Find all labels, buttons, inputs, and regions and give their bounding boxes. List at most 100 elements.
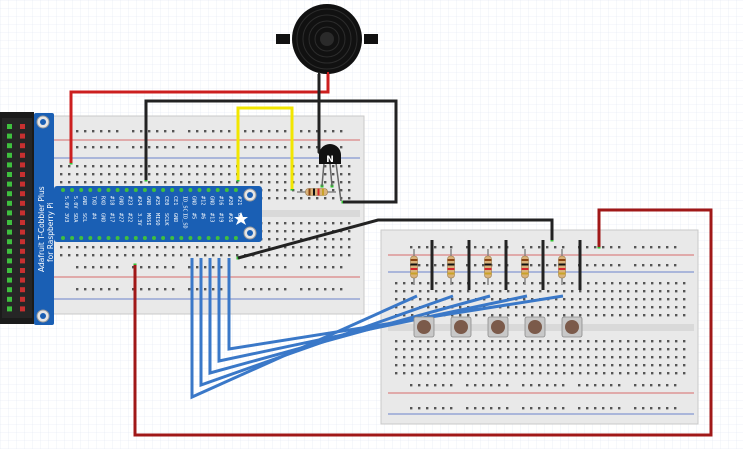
hole xyxy=(60,181,63,184)
cobbler-pin-label: GND xyxy=(145,196,151,205)
header-pin xyxy=(7,152,12,158)
hole xyxy=(498,384,501,387)
hole xyxy=(196,146,199,149)
hole xyxy=(643,372,646,375)
hole xyxy=(619,348,622,351)
cobbler-pin-pad xyxy=(206,188,211,192)
hole xyxy=(675,348,678,351)
hole xyxy=(284,165,287,168)
hole xyxy=(522,407,525,410)
hole xyxy=(84,288,87,291)
hole xyxy=(571,348,574,351)
hole xyxy=(563,298,566,301)
hole xyxy=(132,254,135,257)
hole xyxy=(491,314,494,317)
hole xyxy=(395,282,398,285)
hole xyxy=(442,264,445,267)
hole xyxy=(667,306,670,309)
hole xyxy=(562,407,565,410)
hole xyxy=(140,146,143,149)
hole xyxy=(108,288,111,291)
hole xyxy=(164,173,167,176)
hole xyxy=(100,130,103,133)
hole xyxy=(124,181,127,184)
hole xyxy=(642,264,645,267)
hole xyxy=(635,306,638,309)
cobbler-pin-pad xyxy=(233,188,238,192)
hole xyxy=(60,173,63,176)
hole xyxy=(522,384,525,387)
hole xyxy=(666,246,669,249)
hole xyxy=(554,246,557,249)
hole xyxy=(316,173,319,176)
hole xyxy=(260,266,263,269)
hole xyxy=(587,298,590,301)
hole xyxy=(635,356,638,359)
hole xyxy=(212,146,215,149)
hole xyxy=(403,314,406,317)
hole xyxy=(451,356,454,359)
hole xyxy=(659,282,662,285)
header-pin xyxy=(7,277,12,283)
hole xyxy=(100,165,103,168)
cobbler-board: Adafruit T-Cobbler Plus for Raspberry Pi… xyxy=(34,113,262,325)
hole xyxy=(675,364,678,367)
hole xyxy=(434,246,437,249)
hole xyxy=(506,384,509,387)
hole xyxy=(411,314,414,317)
blue-wire xyxy=(227,258,564,351)
hole xyxy=(188,246,191,249)
hole xyxy=(579,364,582,367)
hole xyxy=(276,165,279,168)
hole xyxy=(268,238,271,241)
hole xyxy=(316,254,319,257)
hole xyxy=(411,282,414,285)
hole xyxy=(602,246,605,249)
hole xyxy=(316,165,319,168)
cobbler-pin-pad xyxy=(152,188,156,192)
hole xyxy=(650,407,653,410)
hole xyxy=(683,372,686,375)
hole xyxy=(451,298,454,301)
hole xyxy=(426,407,429,410)
hole xyxy=(483,356,486,359)
cobbler-pin-label: #27 xyxy=(118,213,124,222)
cobbler-pin-label: #26 xyxy=(227,213,233,222)
hole xyxy=(555,298,558,301)
hole xyxy=(132,146,135,149)
hole xyxy=(348,197,351,200)
hole xyxy=(627,306,630,309)
hole xyxy=(188,254,191,257)
hole xyxy=(563,372,566,375)
hole xyxy=(555,348,558,351)
hole xyxy=(316,238,319,241)
hole xyxy=(595,356,598,359)
hole xyxy=(284,181,287,184)
cobbler-pin-label: #19 xyxy=(218,213,224,222)
hole xyxy=(451,372,454,375)
hole xyxy=(300,189,303,192)
pushbutton-icon xyxy=(561,316,583,338)
hole xyxy=(467,298,470,301)
hole xyxy=(132,173,135,176)
hole xyxy=(92,288,95,291)
hole xyxy=(244,266,247,269)
hole xyxy=(411,372,414,375)
hole xyxy=(683,356,686,359)
header-pin xyxy=(7,258,12,264)
hole xyxy=(426,246,429,249)
hole xyxy=(499,372,502,375)
hole xyxy=(180,181,183,184)
hole xyxy=(419,348,422,351)
hole xyxy=(196,246,199,249)
hole xyxy=(587,356,590,359)
hole xyxy=(196,266,199,269)
hole xyxy=(340,189,343,192)
hole xyxy=(475,340,478,343)
hole xyxy=(68,181,71,184)
hole xyxy=(683,314,686,317)
hole xyxy=(228,254,231,257)
hole xyxy=(427,282,430,285)
hole xyxy=(84,266,87,269)
cobbler-pin-label: ID_SD xyxy=(181,213,187,229)
